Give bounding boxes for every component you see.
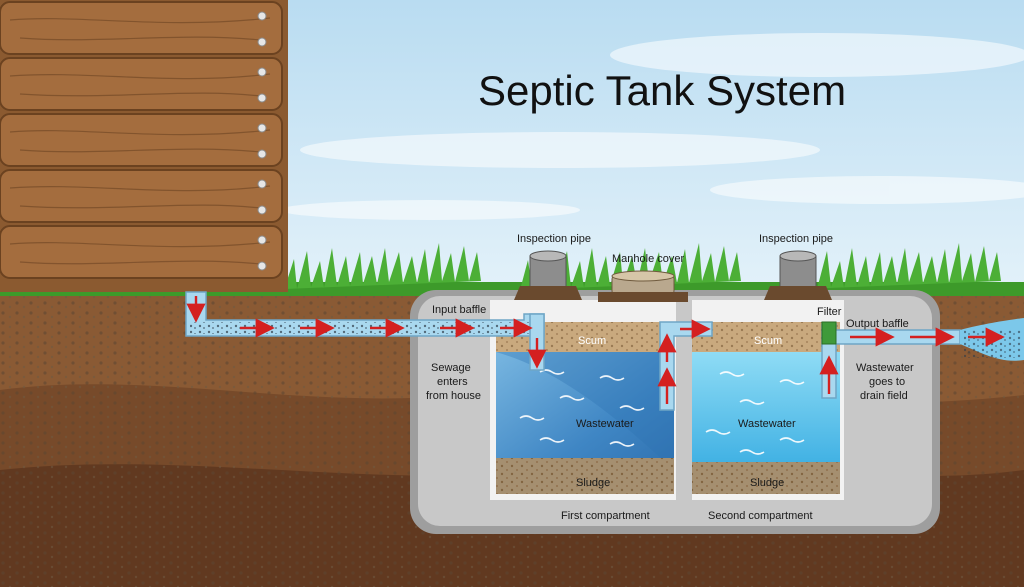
label-drain-field: Wastewater goes to drain field: [856, 362, 914, 402]
label-sewage-enters: Sewage enters from house: [426, 362, 481, 402]
label-wastewater-right: Wastewater: [738, 418, 796, 430]
label-sludge-right: Sludge: [750, 477, 784, 489]
inspection-pipe-left: [514, 250, 582, 300]
label-sewage-line2: enters: [437, 376, 468, 388]
label-first-compartment: First compartment: [561, 510, 650, 522]
label-sewage-line3: from house: [426, 390, 481, 402]
label-drain-line3: drain field: [860, 390, 908, 402]
outlet-pipe: [819, 318, 1024, 399]
label-wastewater-left: Wastewater: [576, 418, 634, 430]
label-sewage-line1: Sewage: [431, 362, 471, 374]
inlet-pipe: [185, 291, 547, 371]
clouds: [280, 33, 1024, 220]
label-inspection-pipe-left: Inspection pipe: [517, 233, 591, 245]
label-drain-line1: Wastewater: [856, 362, 914, 374]
manhole-cover: [598, 270, 688, 302]
label-input-baffle: Input baffle: [432, 304, 486, 316]
label-sludge-left: Sludge: [576, 477, 610, 489]
inspection-pipe-right: [764, 250, 832, 300]
label-second-compartment: Second compartment: [708, 510, 813, 522]
label-scum-left: Scum: [578, 335, 606, 347]
label-scum-right: Scum: [754, 335, 782, 347]
label-output-baffle: Output baffle: [846, 318, 909, 330]
label-drain-line2: goes to: [869, 376, 905, 388]
filter-element: [821, 321, 837, 345]
diagram-title: Septic Tank System: [478, 67, 846, 114]
transfer-pipe: [657, 319, 713, 411]
label-inspection-pipe-right: Inspection pipe: [759, 233, 833, 245]
label-manhole-cover: Manhole cover: [612, 253, 684, 265]
label-filter: Filter: [817, 306, 842, 318]
log-house-wall: [0, 0, 288, 292]
